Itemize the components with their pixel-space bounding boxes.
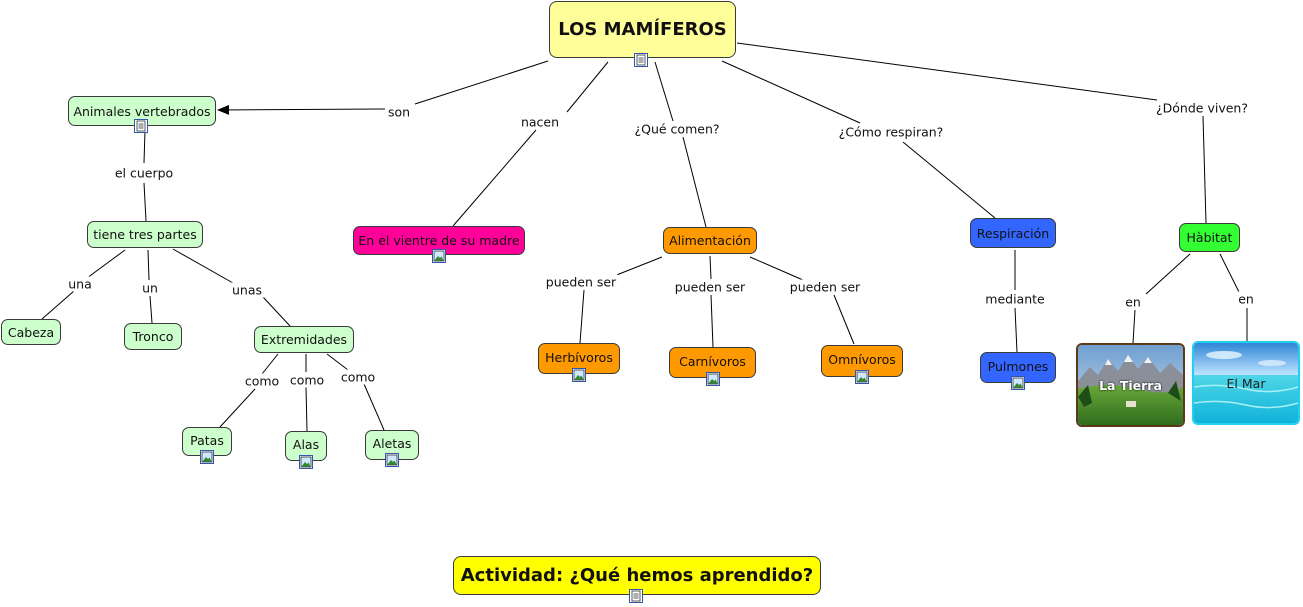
link-label-pueden-ser: pueden ser [672,279,748,295]
node-label: Animales vertebrados [73,103,211,119]
main-concept-title: LOS MAMÍFEROS [558,19,727,40]
node-extremidades[interactable]: Extremidades [254,326,354,353]
image-icon[interactable] [200,450,214,464]
node-label: Pulmones [987,359,1049,374]
link-label-nacen: nacen [518,114,562,130]
node-animales-vertebrados[interactable]: Animales vertebrados [68,96,216,126]
node-habitat[interactable]: Hàbitat [1179,223,1240,252]
node-label: La Tierra [1099,377,1162,393]
node-alas[interactable]: Alas [285,431,327,461]
link-label-pueden-ser: pueden ser [543,274,619,290]
node-label: Tronco [132,329,174,344]
image-icon[interactable] [385,453,399,467]
link-label-como-respiran: ¿Cómo respiran? [836,124,946,140]
image-icon[interactable] [432,249,446,263]
node-label: El Mar [1226,375,1266,391]
image-icon[interactable] [1011,376,1025,390]
link-label-en: en [1236,291,1256,307]
link-label-el-cuerpo: el cuerpo [112,165,176,181]
activity-title: Actividad: ¿Qué hemos aprendido? [460,565,814,586]
image-icon[interactable] [706,372,720,386]
node-label: Omnívoros [828,352,896,367]
node-label: Herbívoros [545,350,613,365]
image-icon[interactable] [855,370,869,384]
link-label-mediante: mediante [983,291,1047,307]
node-label: Extremidades [260,332,348,347]
node-la-tierra[interactable]: La Tierra [1076,343,1185,427]
link-label-como: como [287,372,327,388]
node-respiracion[interactable]: Respiración [970,218,1056,248]
node-label: Aletas [372,436,412,451]
node-tiene-tres-partes[interactable]: tiene tres partes [87,221,203,248]
node-label: Respiración [976,225,1050,241]
main-concept-node[interactable]: LOS MAMÍFEROS [549,1,736,58]
link-label-un: un [140,280,160,296]
link-label-son: son [385,104,413,120]
node-label: tiene tres partes [93,227,197,242]
document-icon[interactable] [134,119,148,133]
node-carnivoros[interactable]: Carnívoros [669,347,756,378]
document-icon[interactable] [634,53,648,67]
node-label: Patas [190,433,224,448]
node-el-mar[interactable]: El Mar [1192,341,1300,425]
node-tronco[interactable]: Tronco [124,323,182,350]
node-herbivoros[interactable]: Herbívoros [538,343,620,374]
image-icon[interactable] [572,368,586,382]
node-label: Carnívoros [679,354,746,369]
activity-node[interactable]: Actividad: ¿Qué hemos aprendido? [453,556,821,595]
image-icon[interactable] [299,455,313,469]
document-icon[interactable] [629,589,643,603]
node-label: Hàbitat [1186,230,1233,245]
link-label-como: como [242,373,282,389]
link-label-unas: unas [229,282,265,298]
link-label-como: como [338,369,378,385]
node-label: Alas [292,437,320,452]
link-label-pueden-ser: pueden ser [787,279,863,295]
link-label-donde-viven: ¿Dónde viven? [1154,100,1250,116]
node-label: Alimentación [669,233,751,248]
link-label-una: una [66,276,94,292]
sea-image [1194,343,1298,423]
node-label: En el vientre de su madre [358,233,520,248]
node-label: Cabeza [7,324,55,340]
node-alimentacion[interactable]: Alimentación [663,227,757,254]
landscape-image [1078,345,1183,425]
node-cabeza[interactable]: Cabeza [1,319,61,345]
link-label-en: en [1123,294,1143,310]
link-label-que-comen: ¿Qué comen? [632,121,722,137]
